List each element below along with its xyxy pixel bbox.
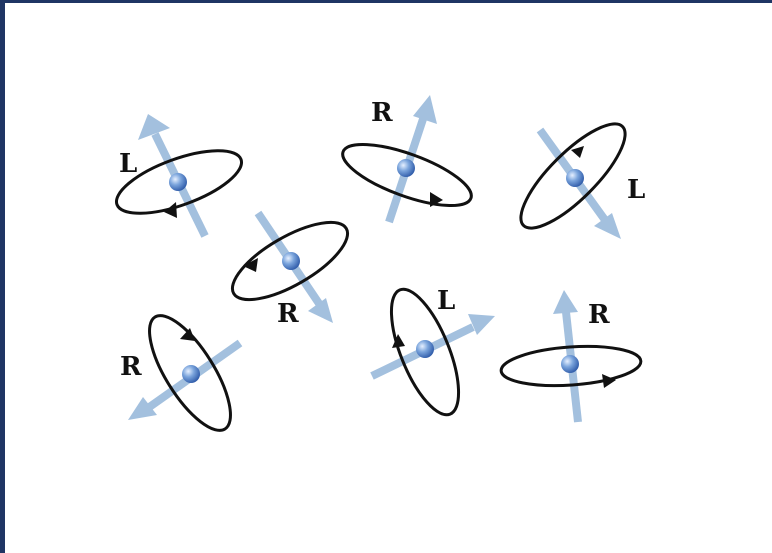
particle-3: L [507,110,645,242]
particle-2: R [336,95,478,222]
handedness-label: L [627,175,645,205]
particle-sphere [282,252,300,270]
handedness-label: R [588,300,610,330]
handedness-label: R [371,98,393,128]
particle-7: R [500,290,642,422]
particle-sphere [561,355,579,373]
particle-sphere [416,340,434,358]
particle-4: R [222,208,359,329]
particle-1: L [109,114,249,236]
particle-5: R [120,304,245,441]
orbit-direction-arrow [571,146,584,158]
particle-6: L [372,281,495,423]
spin-arrow-head [553,290,578,314]
handedness-label: R [277,299,299,329]
handedness-label: L [119,149,137,179]
particle-sphere [169,173,187,191]
spin-arrow-head [413,95,437,124]
particle-sphere [397,159,415,177]
orbit-direction-arrow [602,374,616,388]
particle-sphere [182,365,200,383]
handedness-label: L [437,286,455,316]
particle-sphere [566,169,584,187]
handedness-label: R [120,352,142,382]
